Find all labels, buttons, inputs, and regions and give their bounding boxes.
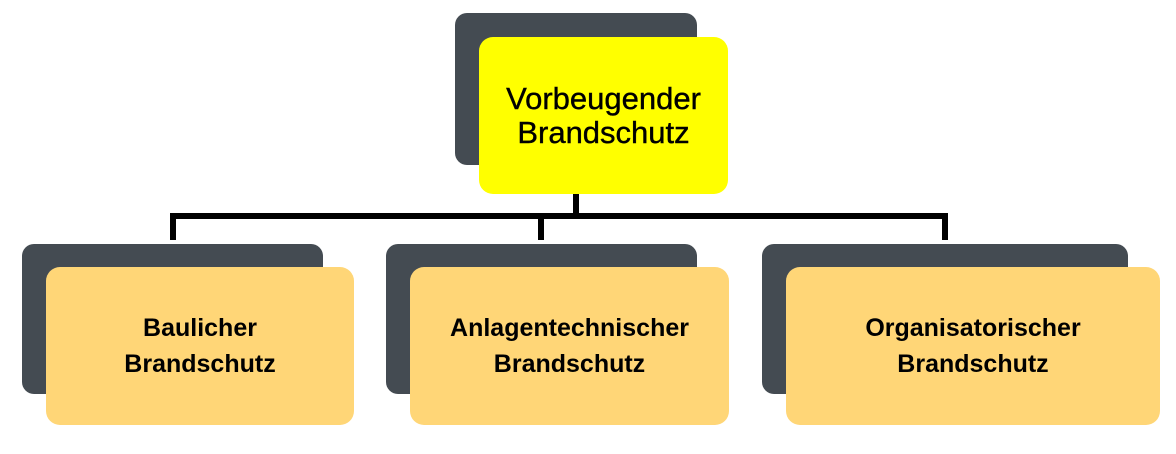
child-node-baulicher: Baulicher Brandschutz bbox=[46, 267, 354, 425]
root-node-label-line2: Brandschutz bbox=[517, 114, 690, 150]
child-node-1-label-line1: Baulicher bbox=[143, 314, 257, 342]
child-node-1-label-line2: Brandschutz bbox=[124, 350, 276, 378]
root-node: Vorbeugender Brandschutz bbox=[479, 37, 728, 194]
child-node-organisatorischer: Organisatorischer Brandschutz bbox=[786, 267, 1160, 425]
child-node-3-label-line2: Brandschutz bbox=[897, 350, 1049, 378]
child-node-2-label-line2: Brandschutz bbox=[493, 350, 646, 378]
child-node-3-label-line1: Organisatorischer bbox=[865, 314, 1081, 342]
root-node-label-line1: Vorbeugender bbox=[506, 80, 701, 116]
child-node-2-label-line1: Anlagentechnischer bbox=[450, 314, 689, 342]
child-node-anlagentechnischer: Anlagentechnischer Brandschutz bbox=[410, 267, 729, 425]
